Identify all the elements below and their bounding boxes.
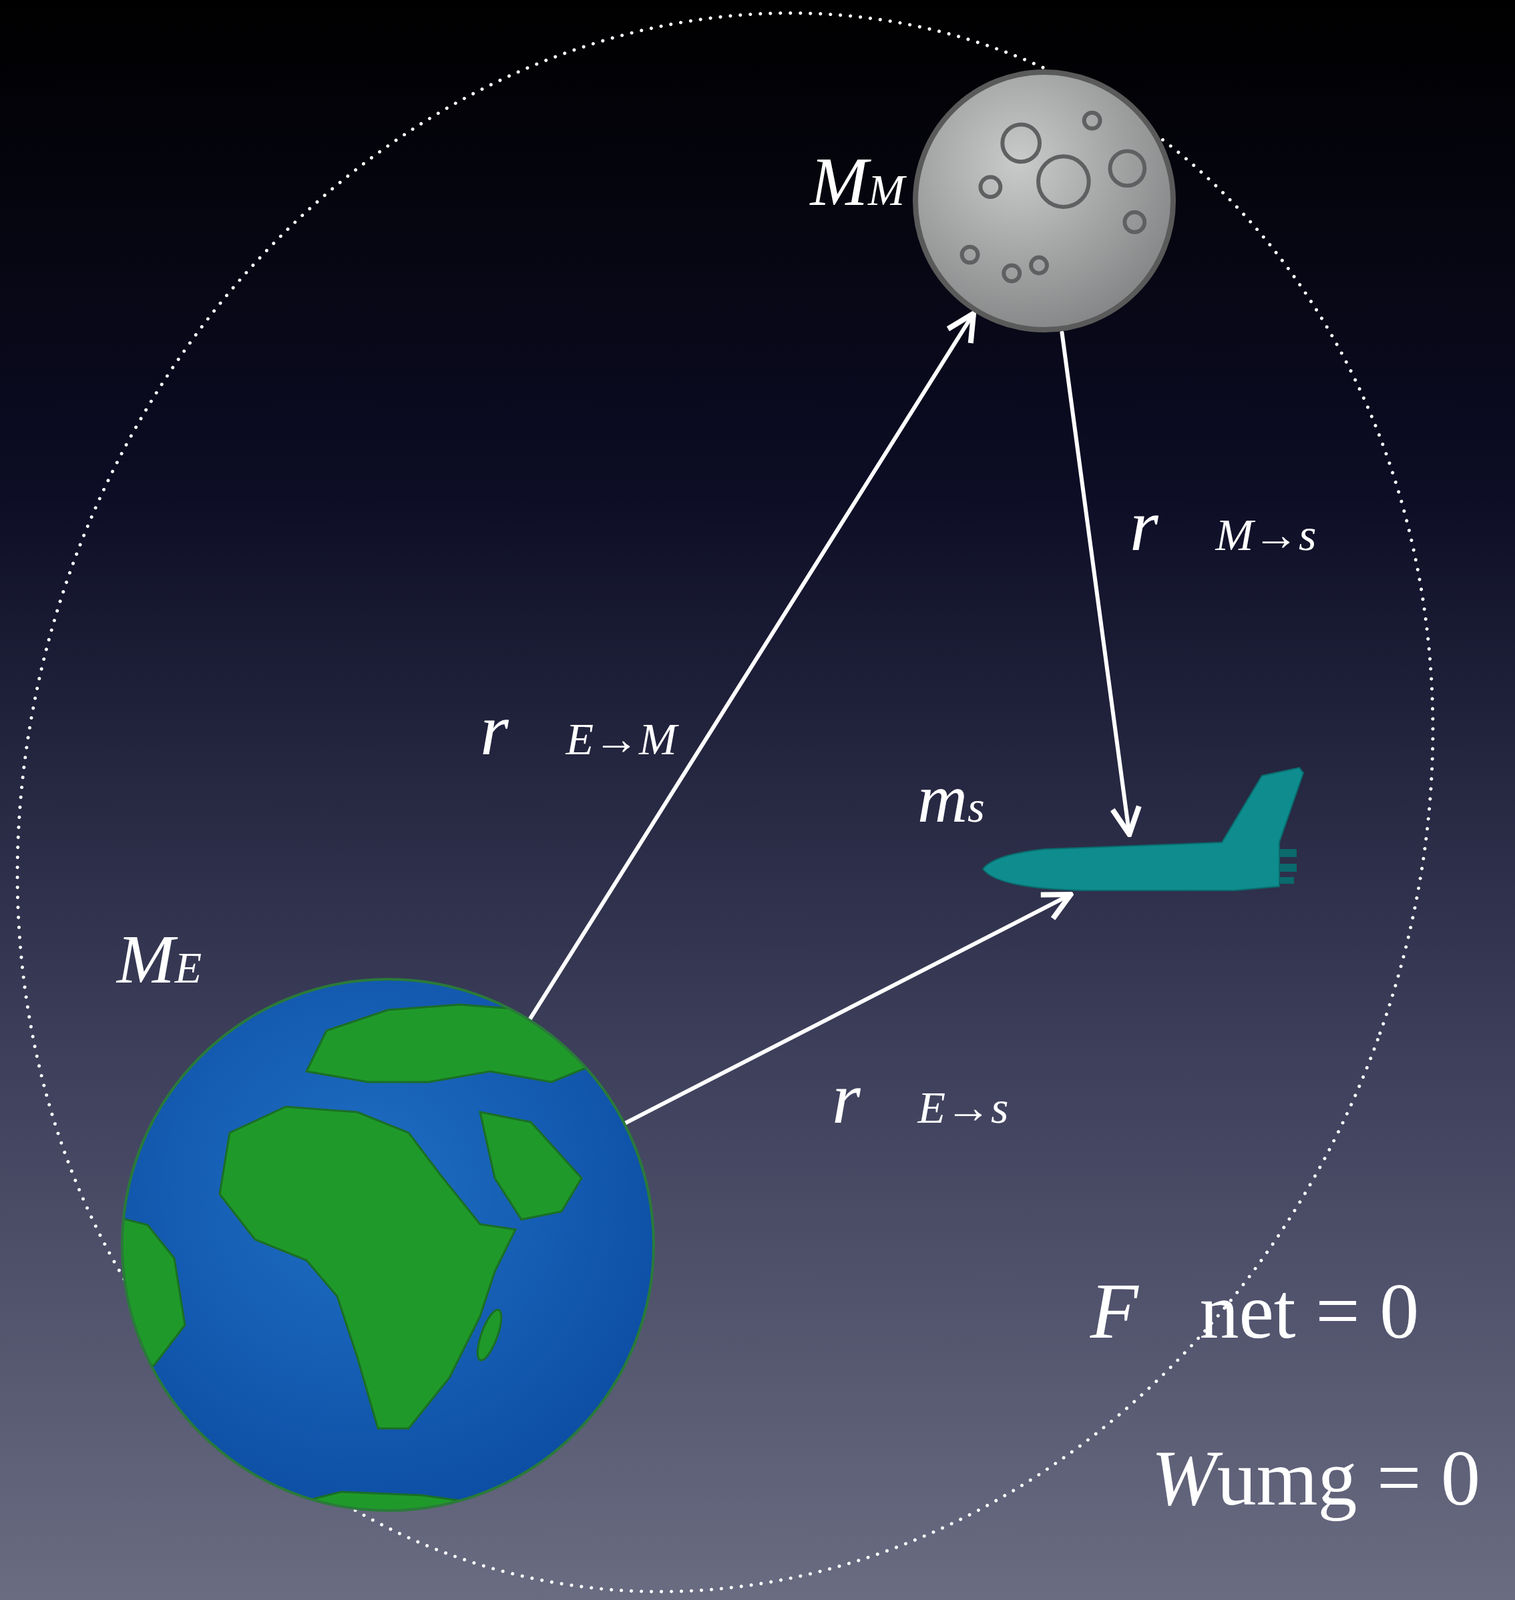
- mass-label: ME: [116, 924, 202, 995]
- mass-label: MM: [809, 146, 905, 217]
- equation-label: Wumg = 0: [1151, 1435, 1481, 1523]
- earth-illustration: [120, 978, 656, 1513]
- position-vector: [530, 313, 974, 1019]
- moon-illustration: [911, 68, 1178, 334]
- vector-label: r⃗E→M: [480, 691, 678, 770]
- equation-label: F⃗net = 0⃗: [1090, 1268, 1481, 1356]
- position-vector: [1061, 332, 1130, 835]
- shuttle-illustration: [981, 834, 1309, 895]
- spaceship: ms: [981, 834, 1309, 895]
- earth-body: ME: [120, 978, 656, 1513]
- vector-label: r⃗M→s: [1129, 487, 1317, 565]
- mass-label: ms: [917, 763, 985, 834]
- moon-body: MM: [911, 68, 1178, 334]
- vector-label: r⃗E→s: [831, 1060, 1009, 1138]
